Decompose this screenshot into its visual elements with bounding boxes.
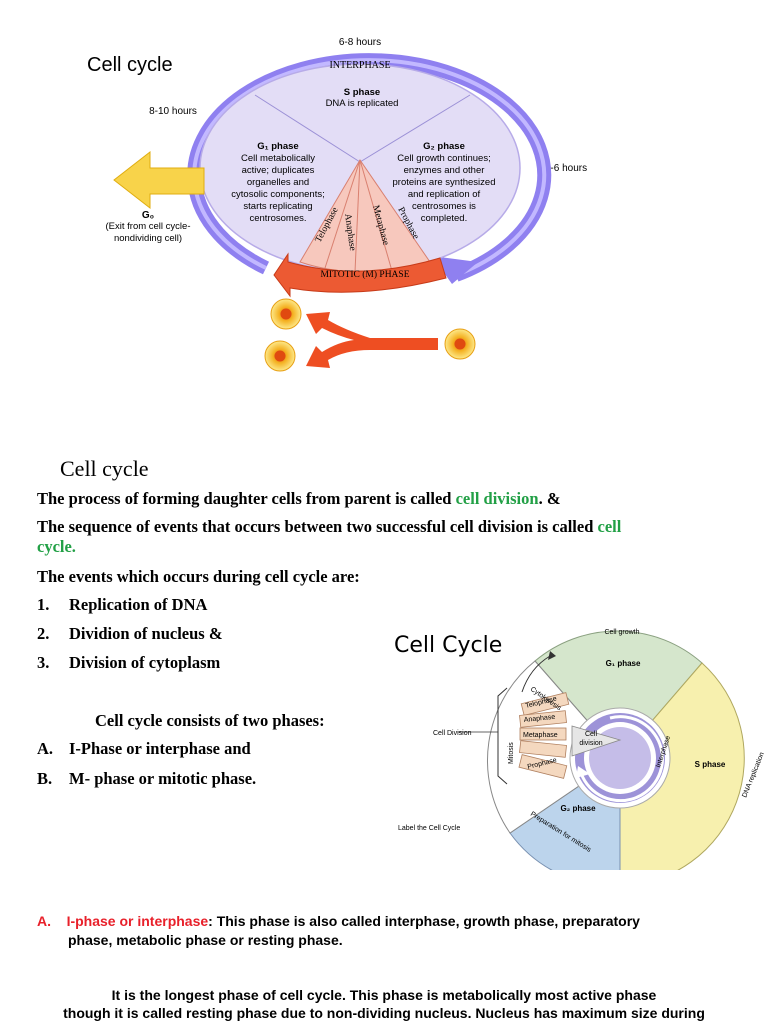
cell-division-pointer [571, 725, 622, 757]
p1-start: The process of forming daughter cells fr… [37, 489, 456, 508]
cell-division-label: Cell Division [433, 730, 472, 737]
section-a-line2: phase, metabolic phase or resting phase. [68, 932, 343, 948]
paragraph-2-line2: though it is called resting phase due to… [63, 1005, 705, 1021]
g2-phase-line: Cell growth continues; [397, 153, 490, 164]
s-sector [619, 662, 745, 870]
figure2-caption: Label the Cell Cycle [398, 825, 460, 832]
term-cycle: cycle. [37, 537, 76, 556]
cell-cycle-diagram-2: Cell Cycle Cell division Cell Division M… [394, 629, 766, 870]
list-item: 3.Division of cytoplasm [37, 653, 221, 672]
g2-phase-line: proteins are synthesized [393, 177, 496, 188]
anaphase-label-2: Anaphase [523, 714, 555, 724]
g1-phase-line: organelles and [247, 177, 309, 188]
s-phase-title: S phase [344, 87, 380, 98]
section-a-title: I-phase or interphase [66, 913, 209, 929]
metaphase-label-2: Metaphase [523, 732, 558, 739]
cell-growth-label: Cell growth [604, 629, 639, 636]
g0-title: G₀ [142, 210, 154, 221]
events-intro: The events which occurs during cell cycl… [37, 567, 360, 586]
g0-desc-2: nondividing cell) [114, 233, 182, 244]
dna-replication-label: DNA replication [741, 751, 766, 798]
phases-intro: Cell cycle consists of two phases: [95, 711, 325, 730]
g1-phase-line: cytosolic components; [231, 189, 324, 200]
hours-left: 8-10 hours [149, 106, 197, 117]
p1-end: . & [538, 489, 561, 508]
phase-item: B.M- phase or mitotic phase. [37, 769, 257, 788]
section-a-letter: A. [37, 913, 51, 929]
division-arrow [306, 312, 438, 368]
g1-sector [534, 630, 703, 759]
mitotic-phase-label: MITOTIC (M) PHASE [320, 269, 409, 280]
g1-phase-line: Cell metabolically [241, 153, 315, 164]
g1-phase-label: G₁ phase [606, 659, 641, 668]
p2-start: The sequence of events that occurs betwe… [37, 517, 598, 536]
g2-phase-line: centrosomes is [412, 201, 476, 212]
section-heading: Cell cycle [60, 456, 149, 481]
g2-phase-line: and replication of [408, 189, 481, 200]
term-cell: cell [597, 517, 622, 536]
g0-desc-1: (Exit from cell cycle- [106, 221, 191, 232]
section-a-line1: : This phase is also called interphase, … [208, 913, 640, 929]
g2-phase-line: enzymes and other [404, 165, 485, 176]
g2-phase-title: G₂ phase [423, 141, 465, 152]
g1-phase-line: centrosomes. [249, 213, 306, 224]
interphase-label: INTERPHASE [329, 60, 390, 71]
center-label-1: Cell [585, 731, 598, 738]
g2-phase-line: completed. [421, 213, 467, 224]
mitotic-phase-arrow [273, 252, 447, 298]
mitosis-label: Mitosis [508, 742, 515, 764]
paragraph-cell-cycle: The sequence of events that occurs betwe… [37, 517, 621, 537]
section-a: A. I-phase or interphase: This phase is … [37, 912, 640, 931]
paragraph-cell-division: The process of forming daughter cells fr… [37, 489, 561, 509]
figure2-title: Cell Cycle [394, 633, 502, 658]
hours-top: 6-8 hours [339, 37, 381, 48]
s-phase-desc: DNA is replicated [326, 98, 399, 109]
term-cell-division: cell division [455, 489, 539, 508]
g1-phase-line: active; duplicates [242, 165, 315, 176]
center-label-2: division [579, 740, 602, 747]
diagram-title: Cell cycle [87, 54, 173, 76]
s-phase-label: S phase [695, 760, 726, 769]
g0-exit-arrow [113, 150, 205, 210]
g1-phase-line: starts replicating [243, 201, 312, 212]
phase-item: A.I-Phase or interphase and [37, 739, 251, 758]
hours-right: 4-6 hours [545, 163, 587, 174]
list-item: 2.Dividion of nucleus & [37, 624, 223, 643]
g1-phase-title: G₁ phase [257, 141, 298, 152]
g2-phase-label: G₂ phase [560, 804, 596, 813]
interphase-arrowhead [432, 256, 478, 284]
paragraph-2-line1: It is the longest phase of cell cycle. T… [111, 987, 657, 1003]
cell-cycle-diagram: Cell cycle 6-8 hours 8-10 hours 4-6 hour… [87, 37, 587, 372]
list-item: 1.Replication of DNA [37, 595, 208, 614]
